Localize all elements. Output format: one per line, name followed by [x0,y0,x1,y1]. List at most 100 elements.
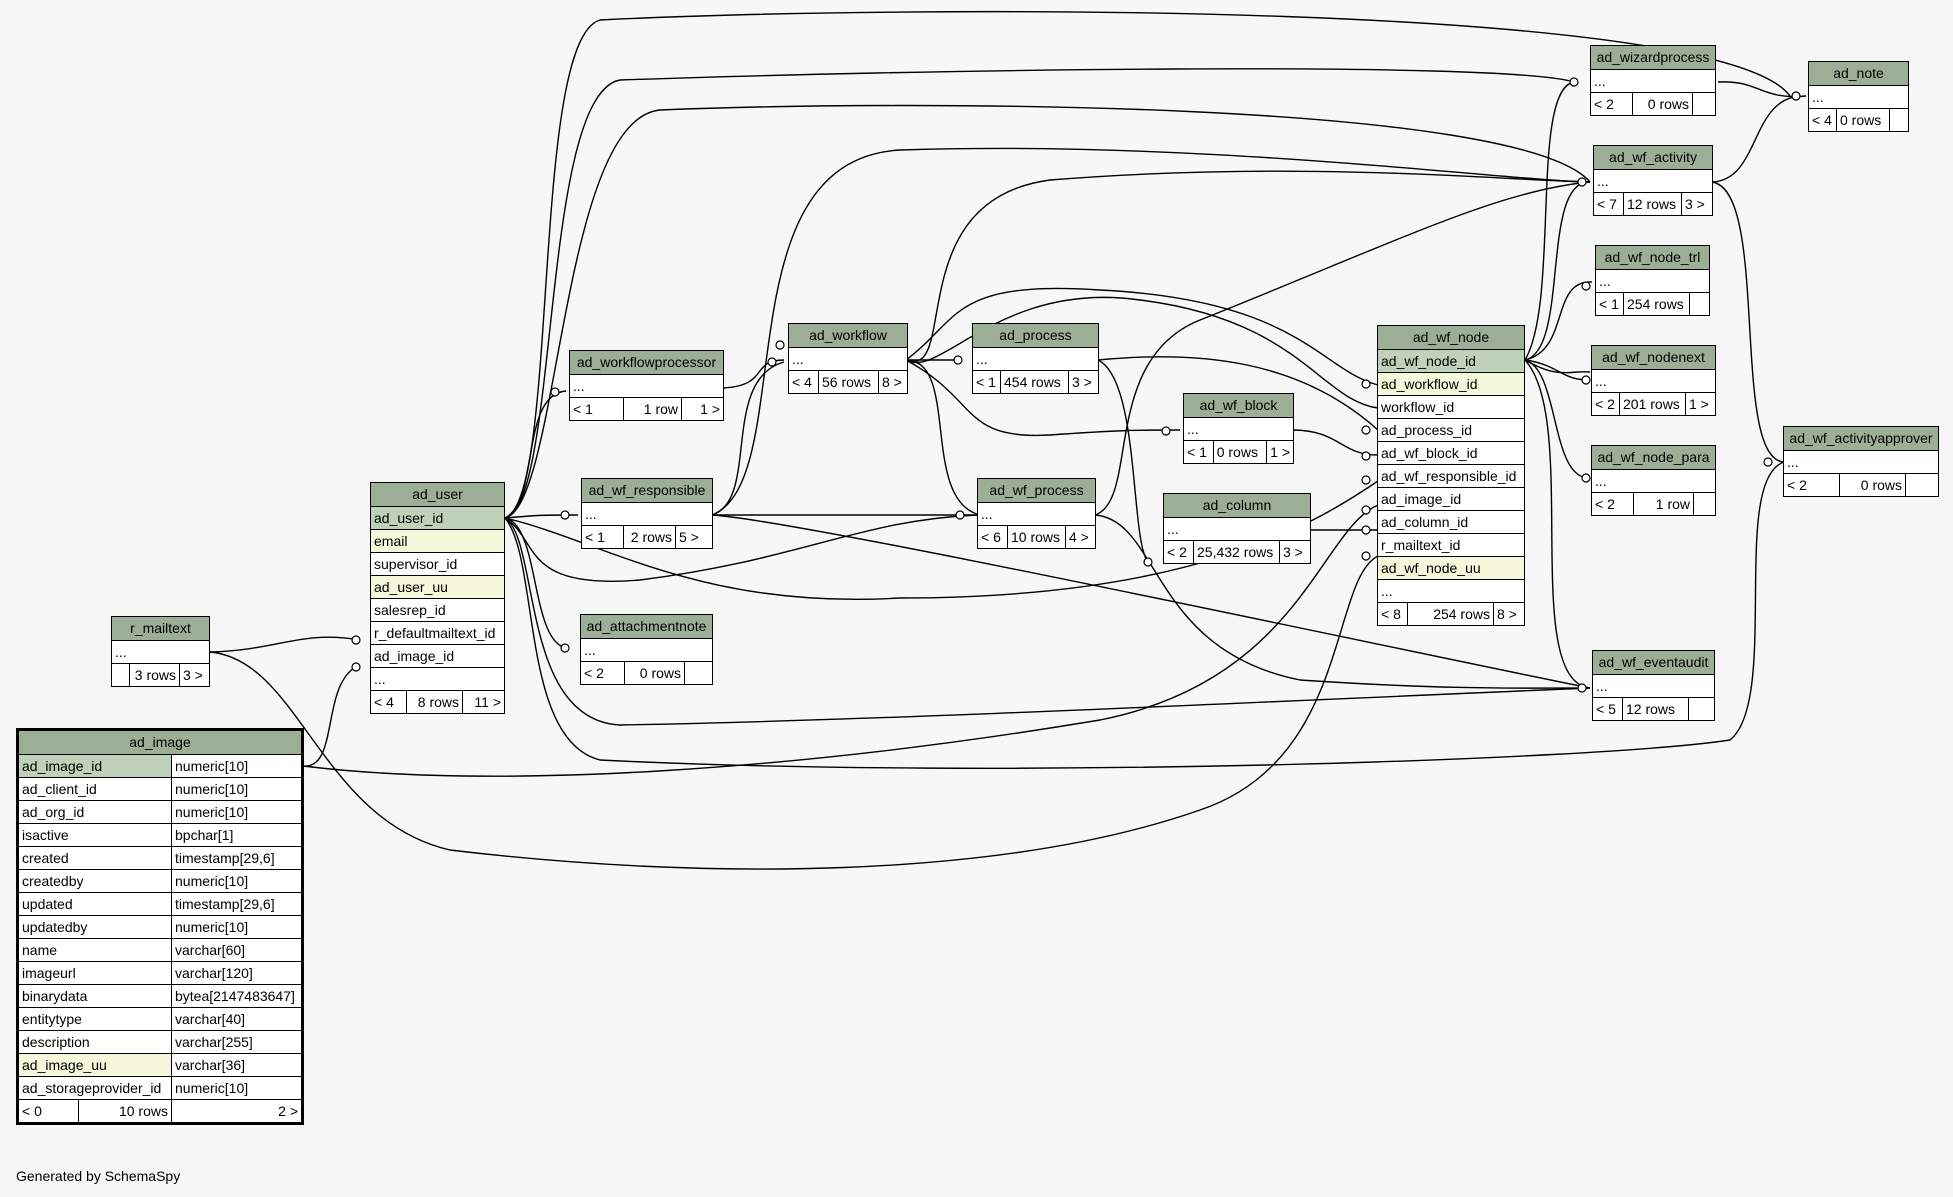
parent-count[interactable]: < 1 [1596,293,1624,315]
parent-count[interactable]: < 8 [1378,603,1408,625]
table-row: ... [1593,675,1714,698]
edge-user-approver [504,461,1785,769]
table-row: ... [1784,451,1938,474]
column-name: binarydata [19,985,172,1008]
edge-node-wizard [1524,81,1575,361]
table-title: ad_user [371,483,504,507]
edge-user-activity [504,104,1591,519]
table-title: ad_wizardprocess [1591,46,1715,70]
table-row: ... [1164,518,1310,541]
edge-node-trl [1524,281,1593,361]
child-count[interactable] [1690,293,1709,315]
parent-count[interactable]: < 2 [1592,493,1634,515]
table-title: ad_wf_activity [1594,146,1712,170]
child-count[interactable]: 3 > [1072,374,1092,390]
edge-workflow-activity [905,170,1591,363]
column-name: updatedby [19,916,172,939]
child-count[interactable]: 1 > [1689,396,1709,412]
parent-count[interactable]: < 1 [582,526,624,548]
table-ad_process[interactable]: ad_process ... < 1 454 rows 3 > [972,323,1099,394]
child-count[interactable] [1689,698,1714,720]
parent-count[interactable]: < 1 [1184,441,1214,463]
table-ad_wf_responsible[interactable]: ad_wf_responsible ... < 1 2 rows 5 > [581,478,713,549]
column-name: entitytype [19,1008,172,1031]
column-type: numeric[10] [172,870,301,893]
parent-count[interactable]: < 7 [1594,193,1624,215]
table-title: ad_workflowprocessor [570,351,723,375]
table-title: ad_note [1809,62,1908,86]
table-ad_wf_activity[interactable]: ad_wf_activity ... < 7 12 rows 3 > [1593,145,1713,216]
table-title: ad_column [1164,494,1310,518]
column-name: isactive [19,824,172,847]
table-row: ... [1184,418,1293,441]
child-count[interactable] [1693,93,1715,115]
table-ad_note[interactable]: ad_note ... < 4 0 rows [1808,61,1909,132]
table-footer: < 1 2 rows 5 > [582,526,712,548]
parent-count[interactable]: < 5 [1593,698,1623,720]
table-ad_attachmentnote[interactable]: ad_attachmentnote ... < 2 0 rows [580,614,713,685]
table-row: ad_user_uu [371,576,504,599]
child-count[interactable]: 3 > [1685,196,1705,212]
parent-count[interactable]: < 2 [1164,541,1194,563]
parent-count[interactable]: < 4 [1809,109,1837,131]
table-ad_wf_eventaudit[interactable]: ad_wf_eventaudit ... < 5 12 rows [1592,650,1715,721]
parent-count[interactable]: < 2 [1592,393,1620,415]
child-count[interactable]: 3 > [183,667,203,683]
table-ad_wf_activityapprover[interactable]: ad_wf_activityapprover ... < 2 0 rows [1783,426,1939,497]
child-count[interactable] [1694,493,1715,515]
parent-count[interactable]: < 4 [789,371,819,393]
table-row: ... [1594,170,1712,193]
table-footer: < 1 454 rows 3 > [973,371,1098,393]
table-ad_user[interactable]: ad_user ad_user_id email supervisor_id a… [370,482,505,714]
child-count[interactable]: 2 > [278,1103,298,1119]
child-count[interactable]: 1 > [1270,444,1290,460]
parent-count[interactable]: < 1 [973,371,1001,393]
table-ad_column[interactable]: ad_column ... < 2 25,432 rows 3 > [1163,493,1311,564]
parent-count[interactable]: < 0 [19,1100,79,1122]
edge-user-note [504,10,1791,519]
child-count[interactable]: 8 > [882,374,902,390]
table-row: ad_wf_block_id [1378,442,1524,465]
table-ad_wf_nodenext[interactable]: ad_wf_nodenext ... < 2 201 rows 1 > [1591,345,1716,416]
child-count[interactable]: 8 > [1497,606,1517,622]
table-row: ... [112,641,209,664]
parent-count[interactable]: < 1 [570,398,624,420]
child-count[interactable]: 11 > [474,694,501,710]
table-row: ... [1592,470,1715,493]
parent-count[interactable] [112,664,130,686]
parent-count[interactable]: < 2 [581,662,625,684]
edge-user-wizard [504,68,1575,519]
table-ad_wf_node[interactable]: ad_wf_node ad_wf_node_id ad_workflow_id … [1377,325,1525,626]
table-title: ad_wf_nodenext [1592,346,1715,370]
table-ad_wf_block[interactable]: ad_wf_block ... < 1 0 rows 1 > [1183,393,1294,464]
table-row: ... [1809,86,1908,109]
parent-count[interactable]: < 2 [1591,93,1633,115]
child-count[interactable]: 1 > [700,401,720,417]
parent-count[interactable]: < 2 [1784,474,1840,496]
table-ad_wf_node_para[interactable]: ad_wf_node_para ... < 2 1 row [1591,445,1716,516]
table-row: ad_user_id [371,507,504,530]
child-count[interactable]: 3 > [1283,544,1303,560]
child-count[interactable]: 5 > [679,529,699,545]
table-footer: < 4 0 rows [1809,109,1908,131]
child-count[interactable] [685,662,712,684]
child-count[interactable] [1890,109,1908,131]
table-footer: < 1 254 rows [1596,293,1709,315]
edge-user-wfprocess [504,514,978,582]
parent-count[interactable]: < 6 [978,526,1008,548]
column-name: ad_storageprovider_id [19,1077,172,1100]
table-r_mailtext[interactable]: r_mailtext ... 3 rows 3 > [111,616,210,687]
parent-count[interactable]: < 4 [371,691,407,713]
table-ad_workflowprocessor[interactable]: ad_workflowprocessor ... < 1 1 row 1 > [569,350,724,421]
table-ad_wizardprocess[interactable]: ad_wizardprocess ... < 2 0 rows [1590,45,1716,116]
child-count[interactable] [1906,474,1938,496]
table-title: ad_image [19,731,301,755]
child-count[interactable]: 4 > [1069,529,1089,545]
row-count: 0 rows [1837,109,1890,131]
table-ad_wf_node_trl[interactable]: ad_wf_node_trl ... < 1 254 rows [1595,245,1710,316]
table-footer: < 5 12 rows [1593,698,1714,720]
table-ad_workflow[interactable]: ad_workflow ... < 4 56 rows 8 > [788,323,908,394]
table-ad_wf_process[interactable]: ad_wf_process ... < 6 10 rows 4 > [977,478,1096,549]
